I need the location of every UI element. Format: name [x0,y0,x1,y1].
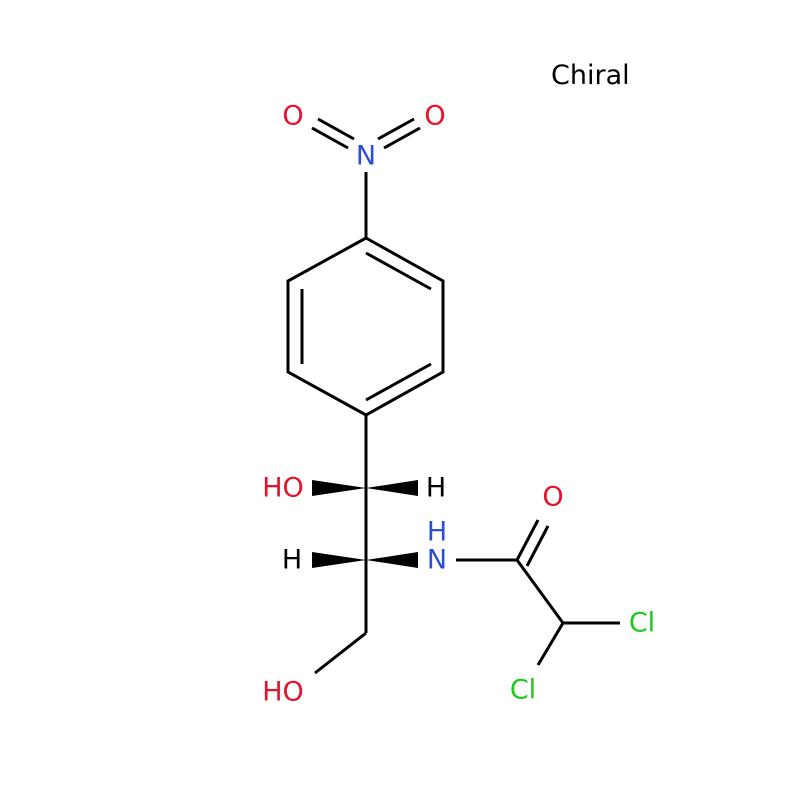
wedge-c2-nh [366,552,418,568]
bond-c-o-a [515,519,540,561]
bond-c3-oh [314,631,367,675]
atom-h-2: H [282,545,302,576]
bond-n-o-left-b [317,117,355,141]
atom-h-1: H [426,473,446,504]
bond-n-o-left-a [311,126,349,150]
wedge-c2-h [312,552,366,568]
chiral-label: Chiral [551,60,630,91]
atom-cl-right: Cl [629,608,655,639]
bonds [286,117,620,675]
ring-double-top-right [365,251,432,291]
bond-carbonyl-chcl2 [515,559,565,624]
atom-amide-h: H [427,517,447,548]
wedge-bonds [312,480,418,568]
bond-n-o-right-a [377,117,415,141]
atom-cl-bottom: Cl [510,675,536,706]
bond-c-cl-bottom [536,622,565,666]
ring-double-bottom-right [365,362,432,402]
atom-hydroxyl-2: HO [262,677,304,708]
benzene-ring [286,236,445,417]
atom-nitro-n: N [356,141,376,172]
bond-n-o-right-b [383,126,421,150]
bond-c-o-b [525,525,550,567]
atom-amide-n: N [427,545,447,576]
atom-nitro-o-right: O [424,101,445,132]
wedge-c1-oh [312,480,366,496]
atom-hydroxyl-1: HO [262,473,304,504]
wedge-c1-h [366,480,418,496]
atom-nitro-o-left: O [282,101,303,132]
atom-carbonyl-o: O [542,482,563,513]
